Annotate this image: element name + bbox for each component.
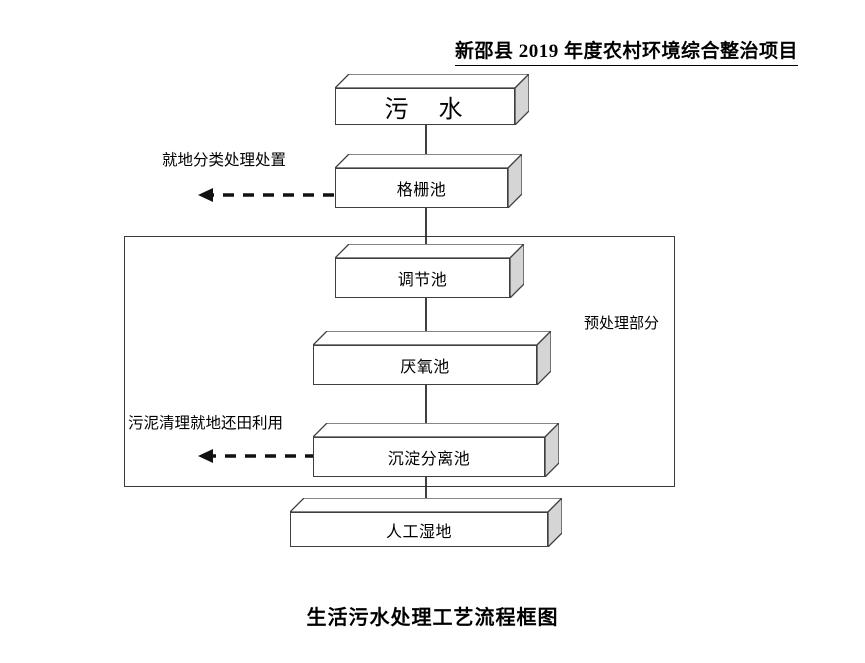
- document-header-title: 新邵县 2019 年度农村环境综合整治项目: [455, 36, 799, 66]
- node-grid-tank[interactable]: 格栅池: [335, 154, 522, 208]
- pretreatment-group-box: [124, 236, 675, 487]
- node-constructed-wetland-label: 人工湿地: [385, 523, 452, 541]
- node-anaerobic-tank-front: 厌氧池: [313, 345, 537, 385]
- node-anaerobic-tank-label: 厌氧池: [400, 359, 450, 376]
- node-wastewater-front: 污 水: [335, 88, 515, 125]
- node-wastewater[interactable]: 污 水: [335, 74, 529, 125]
- side-output-sludge-arrow: [196, 447, 318, 465]
- pretreatment-group-label: 预处理部分: [584, 316, 660, 332]
- side-output-grid-residue-label: 就地分类处理处置: [162, 152, 287, 169]
- node-wastewater-label: 污 水: [384, 97, 466, 123]
- node-settling-tank-label: 沉淀分离池: [387, 451, 471, 468]
- figure-caption: 生活污水处理工艺流程框图: [306, 607, 559, 629]
- node-anaerobic-tank[interactable]: 厌氧池: [313, 331, 551, 385]
- side-output-grid-residue-arrow: [196, 186, 336, 204]
- node-constructed-wetland[interactable]: 人工湿地: [290, 498, 562, 547]
- node-grid-tank-label: 格栅池: [396, 182, 447, 199]
- node-settling-tank-front: 沉淀分离池: [313, 437, 545, 477]
- node-adjust-tank-label: 调节池: [397, 272, 448, 289]
- node-grid-tank-front: 格栅池: [335, 168, 508, 208]
- node-settling-tank[interactable]: 沉淀分离池: [313, 423, 559, 477]
- node-adjust-tank-front: 调节池: [335, 258, 510, 298]
- node-constructed-wetland-front: 人工湿地: [290, 512, 548, 547]
- side-output-sludge-label: 污泥清理就地还田利用: [128, 415, 284, 432]
- node-adjust-tank[interactable]: 调节池: [335, 244, 524, 298]
